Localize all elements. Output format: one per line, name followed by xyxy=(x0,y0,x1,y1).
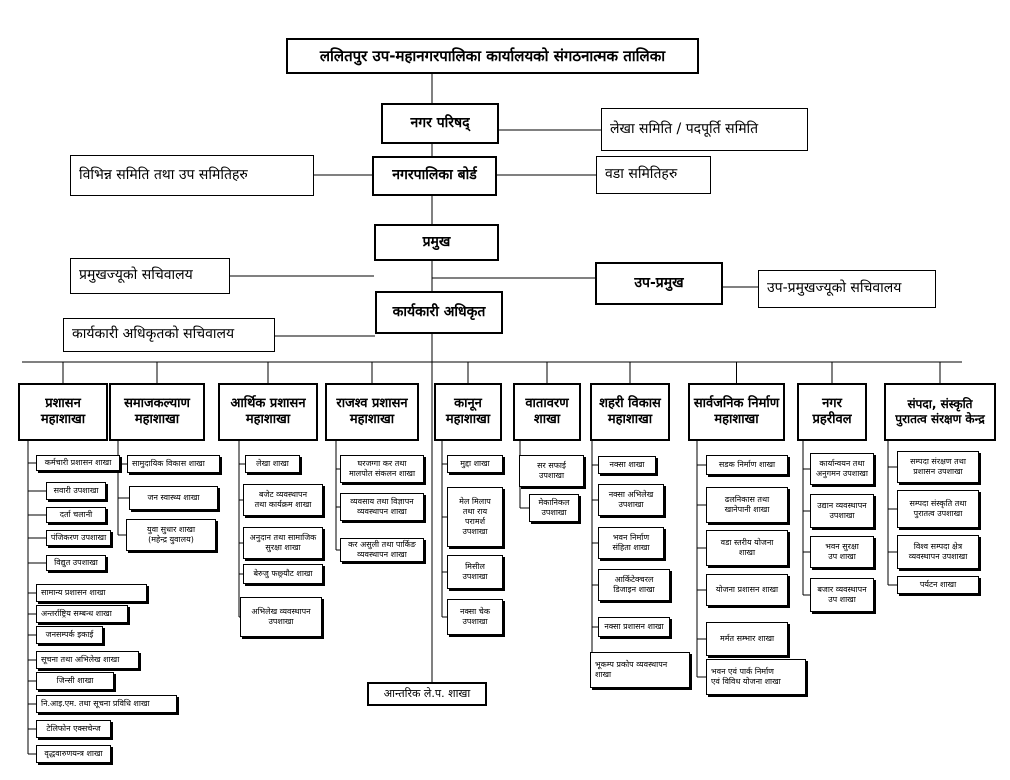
chief-box: प्रमुख xyxy=(374,224,499,261)
department-box: सार्वजनिक निर्माण महाशाखा xyxy=(688,383,785,441)
unit-box: भवन एवं पार्क निर्माण एवं विविध योजना शा… xyxy=(706,659,806,695)
unit-box: अन्तर्राष्ट्रिय सम्बन्ध शाखा xyxy=(36,605,128,623)
unit-box: अभिलेख व्यवस्थापन उपशाखा xyxy=(240,597,322,637)
unit-box: युवा सुधार शाखा (महेन्द्र युवालय) xyxy=(126,519,216,551)
accounts-committee-box: लेखा समिति / पदपूर्ति समिति xyxy=(601,108,808,151)
unit-box: बेरुजु फछ्र्यौट शाखा xyxy=(243,564,323,584)
chief-secretariat-box: प्रमुखज्यूको सचिवालय xyxy=(70,258,230,294)
department-box: वातावरण शाखा xyxy=(513,383,581,441)
department-box: समाजकल्याण महाशाखा xyxy=(109,383,205,441)
unit-box: पंजिकरण उपशाखा xyxy=(46,530,111,546)
deputy-chief-box: उप-प्रमुख xyxy=(595,262,723,305)
unit-box: नक्सा प्रशासन शाखा xyxy=(598,617,670,637)
unit-box: भूकम्प प्रकोप व्यवस्थापन शाखा xyxy=(590,652,690,688)
ward-committees-box: वडा समितिहरु xyxy=(596,156,711,194)
unit-box: भवन सुरक्षा उप शाखा xyxy=(810,536,874,568)
unit-box: वृद्धवारुणयन्त्र शाखा xyxy=(36,745,111,763)
department-box: कानून महाशाखा xyxy=(434,383,502,441)
unit-box: कार्यान्वयन तथा अनुगमन उपशाखा xyxy=(810,453,874,485)
unit-box: उद्यान व्यवस्थापन उपशाखा xyxy=(810,494,874,528)
department-box: आर्थिक प्रशासन महाशाखा xyxy=(218,383,318,441)
unit-box: भवन निर्माण संहिता शाखा xyxy=(598,527,664,559)
unit-box: बजेट व्यवस्थापन तथा कार्यक्रम शाखा xyxy=(243,484,323,516)
unit-box: टेलिफोन एक्सचेन्ज xyxy=(36,720,111,738)
unit-box: मेकानिकल उपशाखा xyxy=(529,494,579,522)
unit-box: नक्सा अभिलेख उपशाखा xyxy=(598,484,664,516)
unit-box: नक्सा शाखा xyxy=(598,456,656,474)
unit-box: मिसील उपशाखा xyxy=(447,555,503,589)
unit-box: सम्पदा संस्कृति तथा पुरातत्व उपशाखा xyxy=(897,490,979,528)
council-box: नगर परिषद् xyxy=(381,103,499,144)
unit-box: सूचना तथा अभिलेख शाखा xyxy=(36,651,139,669)
unit-box: बजार व्यवस्थापन उप शाखा xyxy=(810,578,874,612)
unit-box: सामुदायिक विकास शाखा xyxy=(127,455,220,473)
unit-box: अनुदान तथा सामाजिक सुरक्षा शाखा xyxy=(243,527,323,559)
unit-box: मर्मत सम्भार शाखा xyxy=(706,622,788,656)
unit-box: जिन्सी शाखा xyxy=(36,672,114,690)
unit-box: सम्पदा संरक्षण तथा प्रशासन उपशाखा xyxy=(897,451,979,483)
unit-box: ढलनिकास तथा खानेपानी शाखा xyxy=(706,487,788,523)
unit-box: जन स्वास्थ्य शाखा xyxy=(129,486,218,510)
unit-box: नि.आइ.एम. तथा सूचना प्रविधि शाखा xyxy=(36,695,177,713)
unit-box: जनसम्पर्क इकाई xyxy=(36,626,103,644)
department-box: संपदा, संस्कृति पुरातत्व संरक्षण केन्द्र xyxy=(884,383,996,441)
unit-box: सवारी उपशाखा xyxy=(46,482,106,500)
unit-box: मुद्दा शाखा xyxy=(447,455,503,473)
various-committees-box: विभिन्न समिति तथा उप समितिहरु xyxy=(70,155,314,196)
board-box: नगरपालिका बोर्ड xyxy=(372,156,497,196)
internal-audit-box: आन्तरिक ले.प. शाखा xyxy=(367,682,487,706)
unit-box: विद्युत उपशाखा xyxy=(46,555,106,571)
unit-box: नक्सा चेक उपशाखा xyxy=(447,599,503,635)
chart-title: ललितपुर उप-महानगरपालिका कार्यालयको संगठन… xyxy=(286,38,699,74)
unit-box: सर सफाई उपशाखा xyxy=(519,455,584,487)
unit-box: व्यवसाय तथा विज्ञापन व्यवस्थापन शाखा xyxy=(340,493,424,521)
unit-box: घरजग्गा कर तथा मालपोत संकलन शाखा xyxy=(340,455,424,483)
exec-officer-box: कार्यकारी अधिकृत xyxy=(375,291,503,334)
unit-box: सामान्य प्रशासन शाखा xyxy=(36,584,147,602)
department-box: नगर प्रहरीवल xyxy=(797,383,867,441)
unit-box: कर असुली तथा पार्किङ व्यवस्थापन शाखा xyxy=(340,538,424,562)
department-box: प्रशासन महाशाखा xyxy=(18,383,108,441)
unit-box: योजना प्रशासन शाखा xyxy=(706,574,788,606)
unit-box: पर्यटन शाखा xyxy=(897,576,979,594)
unit-box: लेखा शाखा xyxy=(245,455,300,473)
unit-box: सडक निर्माण शाखा xyxy=(706,455,788,475)
unit-box: कर्मचारी प्रशासन शाखा xyxy=(36,455,120,471)
exec-secretariat-box: कार्यकारी अधिकृतको सचिवालय xyxy=(63,318,275,352)
unit-box: दर्ता चलानी xyxy=(46,507,106,523)
unit-box: मेल मिलाप तथा राय परामर्श उपशाखा xyxy=(447,487,503,547)
unit-box: आर्किटेक्चरल डिजाइन शाखा xyxy=(598,569,670,601)
department-box: शहरी विकास महाशाखा xyxy=(590,383,670,441)
deputy-secretariat-box: उप-प्रमुखज्यूको सचिवालय xyxy=(758,270,936,308)
unit-box: विश्व सम्पदा क्षेत्र व्यवस्थापन उपशाखा xyxy=(897,535,979,569)
unit-box: वडा स्तरीय योजना शाखा xyxy=(706,530,788,566)
department-box: राजश्व प्रशासन महाशाखा xyxy=(325,383,419,441)
